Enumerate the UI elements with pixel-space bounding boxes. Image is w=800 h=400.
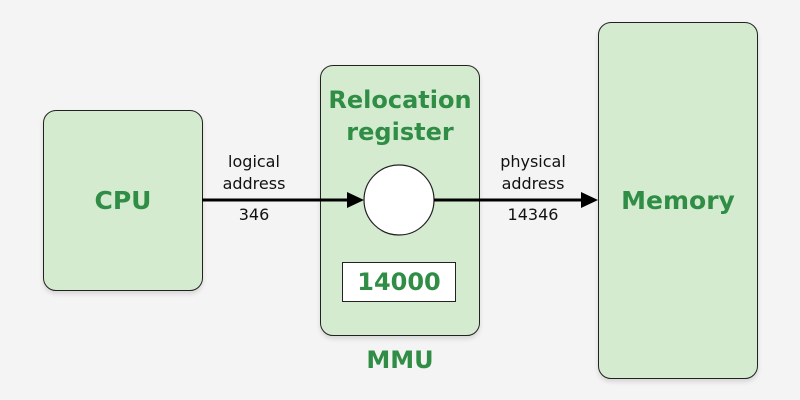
logical-address-value: 346: [238, 205, 270, 224]
relocation-register-title-2: register: [346, 118, 454, 146]
memory-box: [598, 22, 758, 379]
register-value: 14000: [357, 268, 441, 296]
cpu-label: CPU: [94, 186, 152, 215]
physical-address-value: 14346: [507, 205, 559, 224]
relocation-register-title-1: Relocation: [328, 86, 472, 114]
mmu-label: MMU: [366, 346, 434, 374]
physical-arrowhead: [581, 192, 598, 208]
cpu-box: [43, 110, 203, 291]
physical-address-label-2: address: [501, 174, 565, 193]
logical-address-label-2: address: [222, 174, 286, 193]
register-value-box: [342, 262, 456, 302]
memory-label: Memory: [621, 186, 735, 215]
physical-address-label-1: physical: [500, 152, 566, 171]
logical-address-label-1: logical: [228, 152, 280, 171]
logical-arrowhead: [347, 192, 364, 208]
adder-circle: [363, 164, 435, 236]
